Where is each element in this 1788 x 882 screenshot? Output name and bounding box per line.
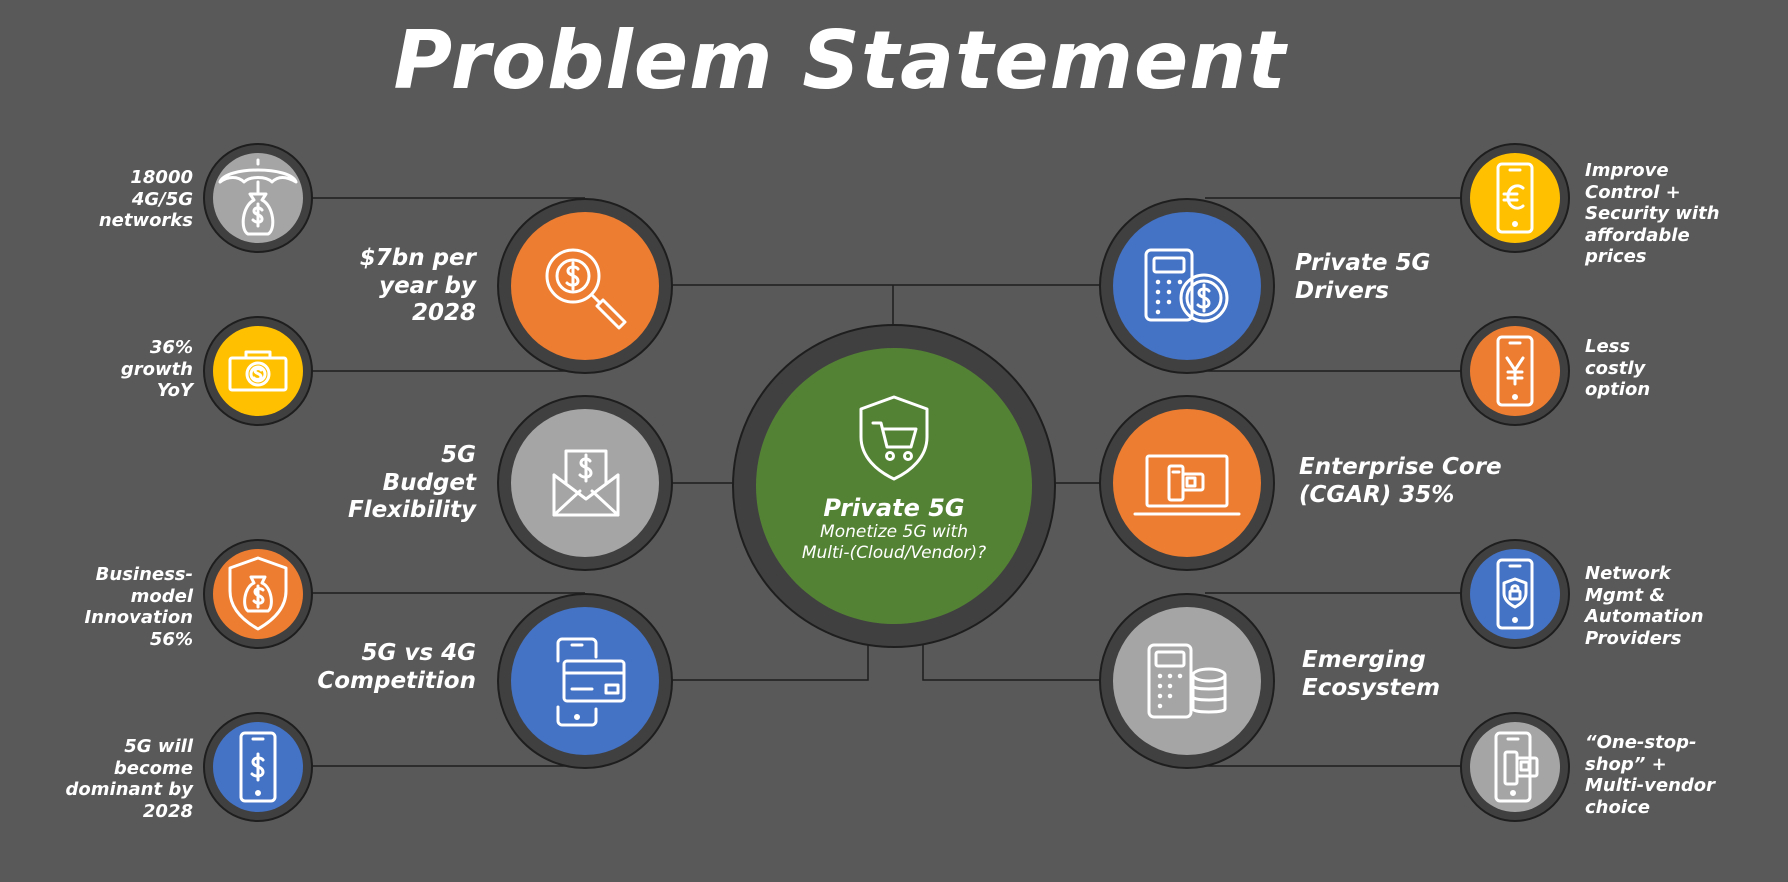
- shield-cart-icon: [859, 395, 929, 481]
- phone-euro-icon: [1496, 162, 1534, 234]
- label-costly: Less costly option: [1585, 336, 1651, 401]
- node-one-stop: [1460, 712, 1570, 822]
- magnifier-dollar-icon: [545, 248, 627, 330]
- center-subtitle: Monetize 5G with Multi-(Cloud/Vendor)?: [757, 522, 1031, 563]
- calculator-coin-icon: [1144, 248, 1229, 323]
- node-control: [1460, 143, 1570, 253]
- center-title: Private 5G: [823, 494, 965, 522]
- label-ecosystem: Emerging Ecosystem: [1302, 647, 1441, 701]
- page-title: Problem Statement: [393, 14, 1287, 107]
- label-drivers: Private 5G Drivers: [1295, 250, 1431, 304]
- label-network-mgmt: Network Mgmt & Automation Providers: [1585, 563, 1704, 649]
- phone-yen-icon: [1496, 335, 1534, 407]
- phone-card-reader-icon: [1494, 731, 1539, 803]
- phone-card-icon: [556, 637, 626, 727]
- shield-moneybag-icon: [228, 556, 288, 631]
- label-one-stop: “One-stop- shop” + Multi-vendor choice: [1585, 732, 1716, 818]
- label-dominant: 5G will become dominant by 2028: [65, 736, 193, 822]
- cash-icon: [228, 350, 288, 392]
- label-innovation: Business- model Innovation 56%: [84, 564, 193, 650]
- center-node: [732, 324, 1056, 648]
- label-growth: 36% growth YoY: [120, 337, 193, 402]
- envelope-dollar-icon: [552, 449, 620, 517]
- center-subtitle-line2: Multi-(Cloud/Vendor)?: [801, 542, 987, 563]
- label-networks: 18000 4G/5G networks: [98, 167, 193, 232]
- node-ecosystem: [1099, 593, 1275, 769]
- label-budget-growth: $7bn per year by 2028: [359, 245, 476, 327]
- node-competition: [497, 593, 673, 769]
- label-enterprise: Enterprise Core (CGAR) 35%: [1299, 454, 1502, 508]
- phone-dollar-icon: [239, 731, 277, 803]
- node-budget-flex: [497, 395, 673, 571]
- center-subtitle-line1: Monetize 5G with: [820, 522, 968, 542]
- umbrella-moneybag-icon: [218, 158, 298, 236]
- calculator-coins-icon: [1147, 643, 1227, 719]
- node-networks: [203, 143, 313, 253]
- phone-lock-icon: [1496, 558, 1534, 630]
- label-budget-flex: 5G Budget Flexibility: [347, 442, 476, 524]
- node-network-mgmt: [1460, 539, 1570, 649]
- label-competition: 5G vs 4G Competition: [317, 640, 476, 694]
- label-control: Improve Control + Security with affordab…: [1585, 160, 1720, 268]
- laptop-payment-icon: [1133, 454, 1241, 516]
- node-growth: [203, 316, 313, 426]
- node-drivers: [1099, 198, 1275, 374]
